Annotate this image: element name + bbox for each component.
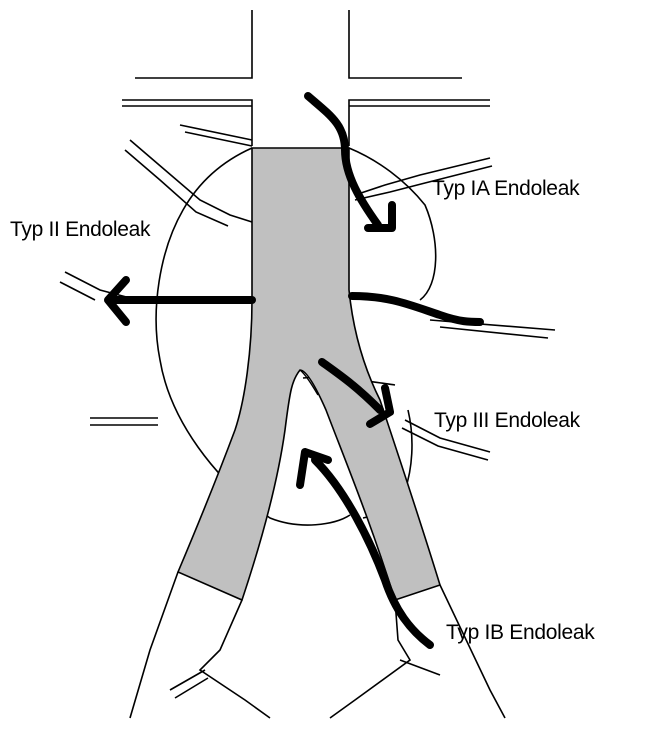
label-typ-ib-endoleak: Typ IB Endoleak <box>446 622 594 643</box>
label-typ-ii-endoleak: Typ II Endoleak <box>10 219 150 240</box>
label-typ-ia-endoleak: Typ IA Endoleak <box>432 178 579 199</box>
stent-graft <box>178 148 440 600</box>
label-typ-iii-endoleak: Typ III Endoleak <box>434 410 580 431</box>
arrow-typ-ii-inflow <box>352 296 480 322</box>
